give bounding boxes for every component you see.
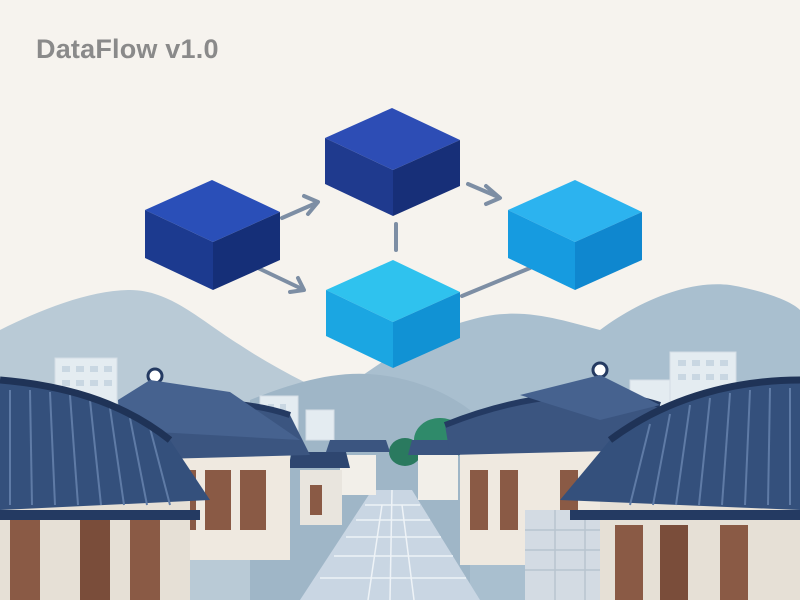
flow-arrow-icon bbox=[302, 194, 320, 216]
data-node-cube-icon bbox=[326, 260, 460, 368]
data-node-cube-icon bbox=[325, 108, 460, 216]
data-node-cube-icon bbox=[508, 180, 642, 290]
stone-alley bbox=[300, 489, 480, 600]
flow-connector-line bbox=[460, 266, 532, 298]
left-hanok-houses bbox=[0, 367, 390, 600]
flow-connectors bbox=[256, 182, 532, 298]
data-node-cube-icon bbox=[145, 180, 280, 290]
flow-arrow-icon bbox=[288, 276, 306, 294]
app-title: DataFlow v1.0 bbox=[36, 34, 219, 64]
right-hanok-houses bbox=[408, 361, 800, 600]
flow-arrow-icon bbox=[280, 202, 316, 220]
flow-arrow-icon bbox=[466, 182, 498, 198]
flow-arrow-icon bbox=[256, 266, 302, 290]
flow-arrow-icon bbox=[484, 184, 502, 206]
